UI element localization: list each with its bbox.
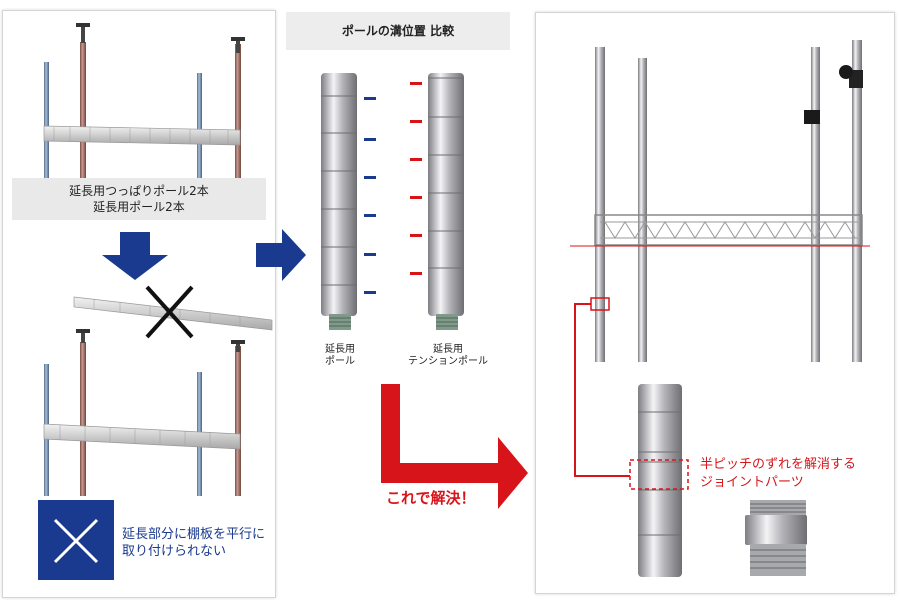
blue-groove-markers: [364, 97, 376, 294]
extension-pole: [321, 73, 357, 330]
pole-label-tension: 延長用 テンションポール: [398, 344, 498, 368]
pole-label-extension: 延長用 ポール: [310, 344, 370, 368]
extension-tension-pole: [428, 73, 464, 330]
label-line: 延長用: [433, 344, 463, 355]
callout-line2: ジョイントパーツ: [700, 475, 804, 490]
comparison-header: ポールの溝位置 比較: [286, 12, 510, 50]
bottom-shelf-illustration: [43, 329, 245, 496]
callout-line1: 半ピッチのずれを解消する: [700, 457, 857, 472]
tension-pole: [235, 44, 241, 180]
joint-pole-closeup: [629, 384, 689, 577]
red-l-arrow-icon: [381, 384, 528, 509]
caption-box: 延長用つっぱりポール2本 延長用ポール2本: [12, 178, 266, 220]
label-line: ポール: [325, 356, 355, 367]
wire-shelf: [43, 125, 241, 146]
down-arrow-icon: [102, 232, 168, 280]
top-shelf-illustration: [43, 23, 245, 180]
note-line: 延長部分に棚板を平行に: [122, 527, 266, 542]
tension-pole: [80, 42, 86, 180]
note-line: 取り付けられない: [122, 544, 227, 559]
label-line: 延長用: [325, 344, 355, 355]
blue-pole: [44, 62, 49, 180]
caption-line: 延長用つっぱりポール2本: [69, 184, 209, 198]
joint-dashed-box: [629, 459, 689, 490]
callout-line: [574, 303, 630, 477]
warning-note: 延長部分に棚板を平行に 取り付けられない: [122, 526, 272, 560]
tilted-shelf-illustration: [73, 285, 273, 339]
right-arrow-icon: [256, 229, 306, 281]
caption-line: 延長用ポール2本: [93, 200, 185, 214]
label-line: テンションポール: [408, 356, 488, 367]
joint-callout: 半ピッチのずれを解消する ジョイントパーツ: [700, 456, 890, 492]
solution-text: これで解決！: [386, 489, 476, 507]
shelf-unit-illustration: [570, 40, 870, 477]
red-groove-markers: [410, 82, 422, 275]
blue-pole: [197, 73, 202, 180]
joint-part: [745, 500, 807, 576]
